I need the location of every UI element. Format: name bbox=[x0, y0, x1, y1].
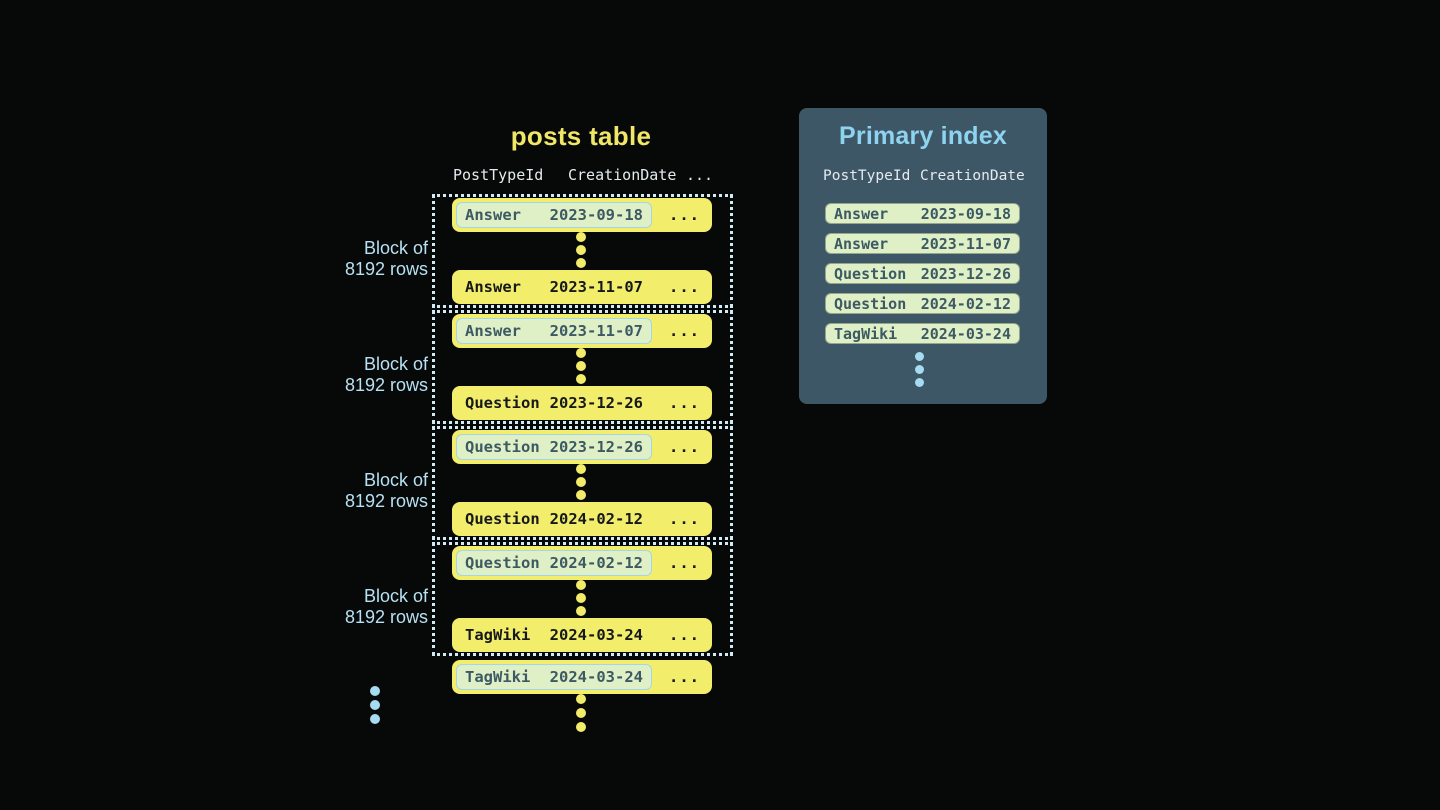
post-type-value: Answer bbox=[465, 278, 521, 296]
table-row: TagWiki 2024-03-24 ... bbox=[452, 660, 712, 694]
vertical-ellipsis-icon bbox=[576, 464, 586, 500]
column-header-posttypeid: PostTypeId bbox=[823, 168, 911, 184]
creation-date-value: 2024-03-24 bbox=[549, 668, 643, 686]
post-type-value: Question bbox=[834, 294, 907, 313]
row-block: Question 2023-12-26 ... Question 2024-02… bbox=[432, 426, 733, 540]
post-type-value: Answer bbox=[465, 322, 521, 340]
creation-date-value: 2023-12-26 bbox=[549, 438, 643, 456]
more-columns-ellipsis: ... bbox=[669, 322, 700, 340]
creation-date-value: 2023-11-07 bbox=[549, 278, 643, 296]
creation-date-value: 2023-11-07 bbox=[920, 234, 1011, 253]
index-key-cell: TagWiki 2024-03-24 bbox=[456, 622, 652, 648]
vertical-ellipsis-icon bbox=[576, 348, 586, 384]
post-type-value: Question bbox=[465, 438, 540, 456]
creation-date-value: 2023-12-26 bbox=[549, 394, 643, 412]
vertical-ellipsis-icon bbox=[576, 694, 586, 732]
more-columns-ellipsis: ... bbox=[669, 510, 700, 528]
row-block: Answer 2023-09-18 ... Answer 2023-11-07 … bbox=[432, 194, 733, 308]
post-type-value: Answer bbox=[834, 234, 889, 253]
creation-date-value: 2024-02-12 bbox=[549, 554, 643, 572]
post-type-value: TagWiki bbox=[834, 324, 898, 343]
index-key-cell: Answer 2023-09-18 bbox=[456, 202, 652, 228]
more-columns-ellipsis: ... bbox=[669, 626, 700, 644]
index-key-cell: TagWiki 2024-03-24 bbox=[456, 664, 652, 690]
vertical-ellipsis-icon bbox=[915, 352, 924, 387]
vertical-ellipsis-icon bbox=[576, 580, 586, 616]
creation-date-value: 2024-02-12 bbox=[549, 510, 643, 528]
creation-date-value: 2024-03-24 bbox=[549, 626, 643, 644]
block-label: Block of 8192 rows bbox=[344, 586, 428, 627]
row-block: Answer 2023-11-07 ... Question 2023-12-2… bbox=[432, 310, 733, 424]
more-columns-ellipsis: ... bbox=[669, 554, 700, 572]
column-header-creationdate: CreationDate bbox=[568, 166, 677, 184]
more-columns-ellipsis: ... bbox=[669, 438, 700, 456]
vertical-ellipsis-icon bbox=[576, 232, 586, 268]
primary-index-panel: Primary index PostTypeId CreationDate An… bbox=[799, 108, 1047, 404]
more-columns-ellipsis: ... bbox=[669, 394, 700, 412]
index-row: Answer 2023-09-18 bbox=[825, 203, 1020, 224]
post-type-value: Question bbox=[465, 394, 540, 412]
index-row: Answer 2023-11-07 bbox=[825, 233, 1020, 254]
table-row: Question 2024-02-12 ... bbox=[452, 502, 712, 536]
column-header-ellipsis: ... bbox=[686, 166, 714, 184]
index-key-cell: Question 2023-12-26 bbox=[456, 390, 652, 416]
index-row: Question 2023-12-26 bbox=[825, 263, 1020, 284]
post-type-value: Question bbox=[465, 554, 540, 572]
row-block: Question 2024-02-12 ... TagWiki 2024-03-… bbox=[432, 542, 733, 656]
post-type-value: Question bbox=[834, 264, 907, 283]
post-type-value: TagWiki bbox=[465, 626, 531, 644]
vertical-ellipsis-icon bbox=[370, 686, 380, 724]
creation-date-value: 2023-11-07 bbox=[549, 322, 643, 340]
post-type-value: Question bbox=[465, 510, 540, 528]
creation-date-value: 2023-09-18 bbox=[920, 204, 1011, 223]
block-label: Block of 8192 rows bbox=[344, 238, 428, 279]
more-columns-ellipsis: ... bbox=[669, 668, 700, 686]
block-label: Block of 8192 rows bbox=[344, 354, 428, 395]
post-type-value: Answer bbox=[465, 206, 521, 224]
creation-date-value: 2024-02-12 bbox=[920, 294, 1011, 313]
more-columns-ellipsis: ... bbox=[669, 278, 700, 296]
table-row: Answer 2023-11-07 ... bbox=[452, 314, 712, 348]
posts-table-column-headers: PostTypeId CreationDate ... bbox=[432, 166, 733, 186]
table-row: Question 2023-12-26 ... bbox=[452, 386, 712, 420]
table-row: Question 2024-02-12 ... bbox=[452, 546, 712, 580]
table-row: Question 2023-12-26 ... bbox=[452, 430, 712, 464]
creation-date-value: 2023-09-18 bbox=[549, 206, 643, 224]
table-row: Answer 2023-09-18 ... bbox=[452, 198, 712, 232]
creation-date-value: 2023-12-26 bbox=[920, 264, 1011, 283]
index-key-cell: Question 2023-12-26 bbox=[456, 434, 652, 460]
column-header-posttypeid: PostTypeId bbox=[453, 166, 544, 184]
primary-index-column-headers: PostTypeId CreationDate bbox=[799, 168, 1047, 186]
post-type-value: TagWiki bbox=[465, 668, 531, 686]
posts-table-title: posts table bbox=[510, 121, 652, 151]
post-type-value: Answer bbox=[834, 204, 889, 223]
index-key-cell: Answer 2023-11-07 bbox=[456, 318, 652, 344]
column-header-creationdate: CreationDate bbox=[920, 168, 1025, 184]
index-key-cell: Question 2024-02-12 bbox=[456, 550, 652, 576]
creation-date-value: 2024-03-24 bbox=[920, 324, 1011, 343]
primary-index-title: Primary index bbox=[839, 122, 1007, 150]
table-row: TagWiki 2024-03-24 ... bbox=[452, 618, 712, 652]
block-label: Block of 8192 rows bbox=[344, 470, 428, 511]
index-key-cell: Answer 2023-11-07 bbox=[456, 274, 652, 300]
index-key-cell: Question 2024-02-12 bbox=[456, 506, 652, 532]
index-row: Question 2024-02-12 bbox=[825, 293, 1020, 314]
table-row: Answer 2023-11-07 ... bbox=[452, 270, 712, 304]
index-row: TagWiki 2024-03-24 bbox=[825, 323, 1020, 344]
more-columns-ellipsis: ... bbox=[669, 206, 700, 224]
